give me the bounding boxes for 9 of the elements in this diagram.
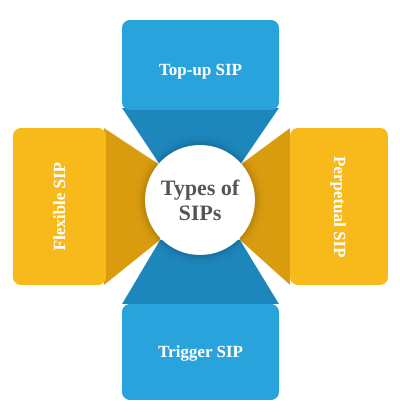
category-box	[122, 20, 279, 110]
category-box	[13, 128, 106, 285]
center-title: Types of SIPs	[160, 174, 240, 226]
category-box	[290, 128, 388, 285]
category-label: Flexible SIP	[50, 162, 70, 251]
category-label: Trigger SIP	[158, 342, 243, 362]
category-box	[122, 304, 279, 400]
category-label: Top-up SIP	[158, 60, 242, 80]
category-label: Perpetual SIP	[329, 156, 349, 258]
